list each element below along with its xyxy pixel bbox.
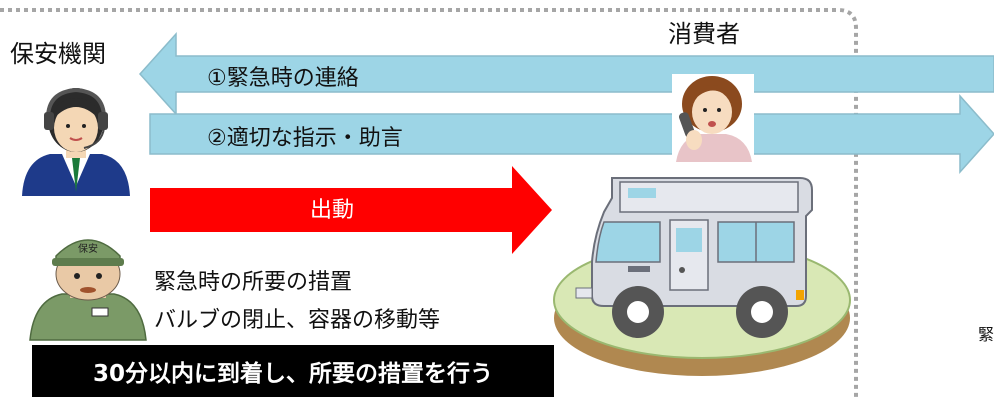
dispatch-arrow (150, 166, 552, 254)
measures-title: 緊急時の所要の措置 (154, 270, 353, 295)
svg-text:保安: 保安 (78, 242, 98, 255)
security-org-label: 保安機関 (10, 40, 106, 68)
consumer-phone-icon (672, 74, 754, 162)
instruction-arrow-label: ②適切な指示・助言 (207, 126, 403, 151)
cutoff-text: 緊 (978, 326, 994, 343)
boundary-dotted-line (0, 8, 858, 397)
security-guard-icon: 保安 (29, 239, 147, 341)
measures-detail: バルブの閉止、容器の移動等 (154, 308, 441, 333)
contact-arrow (138, 32, 994, 116)
camper-van-icon (553, 177, 851, 376)
operator-headset-icon (22, 87, 130, 196)
consumer-label: 消費者 (668, 20, 740, 48)
summary-banner: 30分以内に到着し、所要の措置を行う (32, 345, 554, 397)
instruction-arrow (149, 94, 994, 174)
dispatch-arrow-label: 出動 (310, 198, 355, 223)
contact-arrow-label: ①緊急時の連絡 (207, 66, 359, 91)
